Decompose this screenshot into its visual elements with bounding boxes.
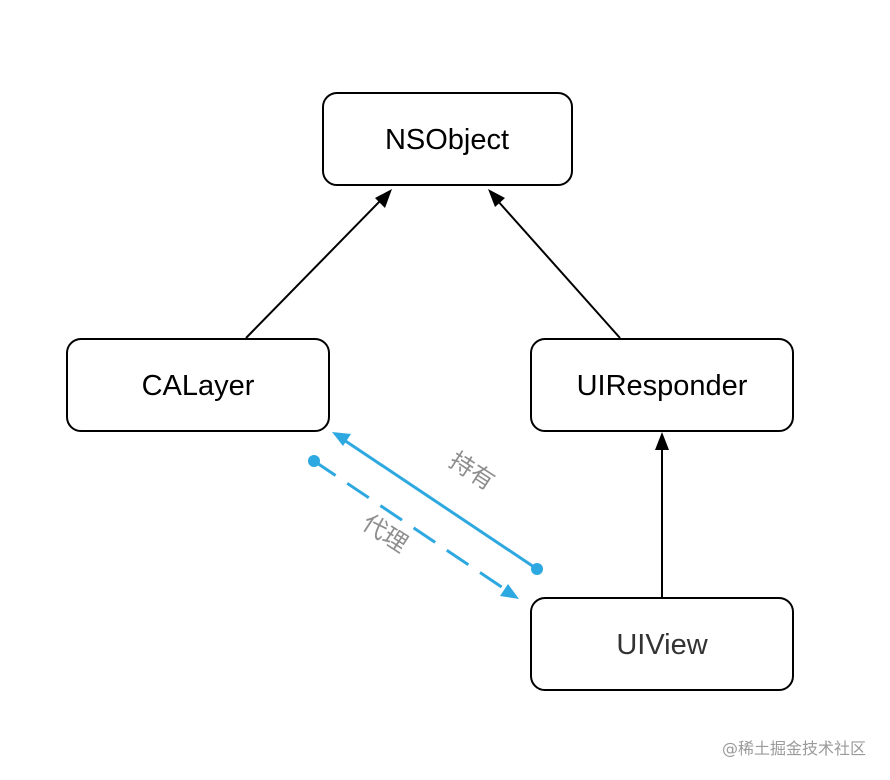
edge-uiresponder-to-nsobject — [496, 199, 621, 339]
node-calayer-label: CALayer — [142, 370, 255, 402]
label-delegate: 代理 — [357, 509, 413, 559]
arrowhead-calayer-to-nsobject — [375, 189, 392, 208]
node-uiview: UIView — [530, 597, 794, 691]
arrowhead-holds — [332, 432, 351, 446]
node-calayer: CALayer — [66, 338, 330, 432]
arrowhead-uiresponder-to-nsobject — [488, 189, 505, 207]
node-nsobject: NSObject — [322, 92, 573, 186]
arrowhead-delegate — [500, 584, 519, 599]
node-uiresponder: UIResponder — [530, 338, 794, 432]
watermark: @稀土掘金技术社区 — [722, 739, 866, 758]
label-holds: 持有 — [444, 446, 500, 496]
edge-calayer-to-nsobject — [245, 198, 383, 339]
node-nsobject-label: NSObject — [385, 124, 509, 156]
edge-holds — [343, 438, 538, 571]
relation-edges — [308, 432, 543, 599]
dot-holds-origin — [531, 563, 543, 575]
inheritance-edges — [245, 189, 669, 598]
node-uiresponder-label: UIResponder — [577, 370, 748, 402]
dot-delegate-origin — [308, 455, 320, 467]
node-uiview-label: UIView — [616, 629, 708, 661]
arrowhead-uiview-to-uiresponder — [655, 432, 669, 450]
